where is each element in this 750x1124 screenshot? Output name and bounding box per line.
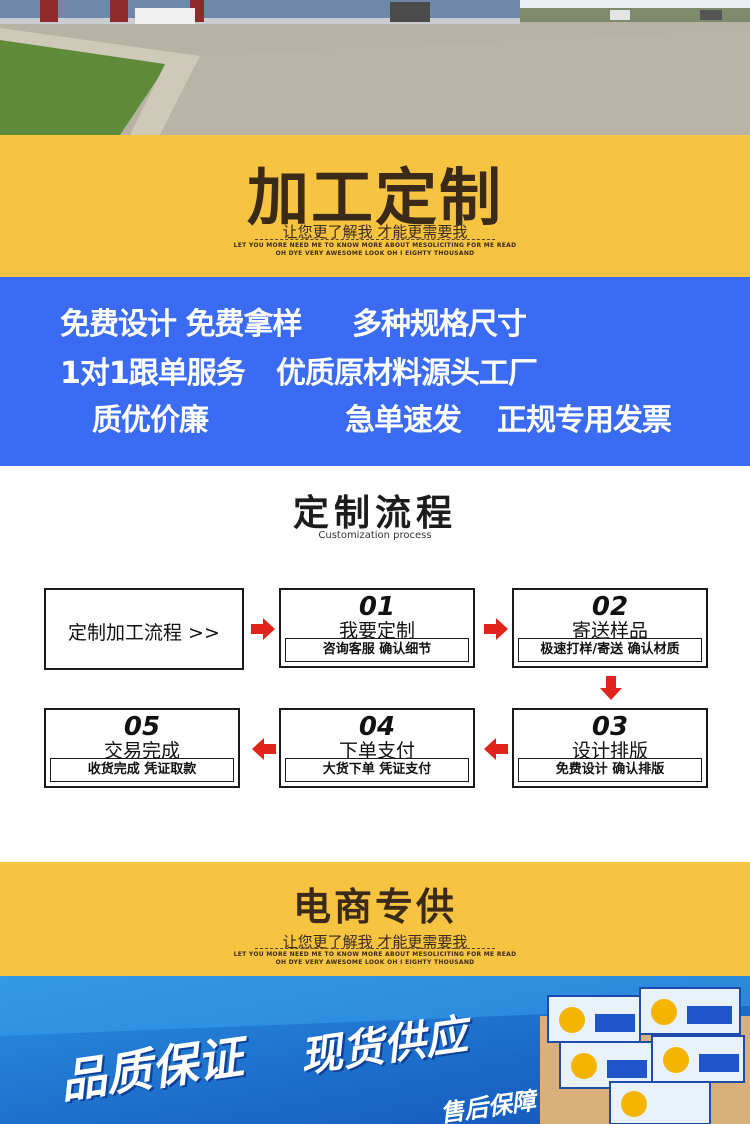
divider <box>255 948 495 949</box>
step-number: 03 <box>591 712 629 742</box>
step-description: 大货下单 凭证支付 <box>285 758 469 782</box>
banner-english-text: LET YOU MORE NEED ME TO KNOW MORE ABOUT … <box>233 242 517 257</box>
banner-title: 电商专供 <box>292 885 457 929</box>
step-name: 设计排版 <box>571 740 648 762</box>
step-04: 04 下单支付 大货下单 凭证支付 <box>279 708 475 788</box>
feature-source-factory: 优质原材料源头工厂 <box>276 356 538 391</box>
step-number: 05 <box>123 712 161 742</box>
feature-free-design: 免费设计 免费拿样 <box>60 307 302 342</box>
step-03: 03 设计排版 免费设计 确认排版 <box>512 708 708 788</box>
step-name: 下单支付 <box>338 740 415 762</box>
arrow-right-icon <box>251 618 275 640</box>
tissue-pack-image <box>540 987 750 1124</box>
custom-processing-banner: 加工定制 让您更了解我 才能更需要我 LET YOU MORE NEED ME … <box>0 135 750 277</box>
step-name: 我要定制 <box>338 620 415 642</box>
arrow-left-icon <box>252 738 276 760</box>
factory-photo <box>0 0 750 135</box>
step-05: 05 交易完成 收货完成 凭证取款 <box>44 708 240 788</box>
process-subtitle: Customization process <box>318 530 432 541</box>
promo-banner: 品质保证 现货供应 售后保障 <box>0 976 750 1124</box>
step-02: 02 寄送样品 极速打样/寄送 确认材质 <box>512 588 708 668</box>
banner-english-text: LET YOU MORE NEED ME TO KNOW MORE ABOUT … <box>233 951 517 966</box>
features-panel: 免费设计 免费拿样 多种规格尺寸 1对1跟单服务 优质原材料源头工厂 质优价廉 … <box>0 277 750 466</box>
banner-title: 加工定制 <box>246 161 503 234</box>
step-description: 免费设计 确认排版 <box>518 758 702 782</box>
arrow-down-icon <box>600 676 622 700</box>
feature-sizes: 多种规格尺寸 <box>352 307 527 342</box>
step-number: 01 <box>358 592 396 622</box>
feature-quality-price: 质优价廉 <box>92 403 209 438</box>
process-title: 定制流程 <box>292 493 457 534</box>
banner-subtitle: 让您更了解我 才能更需要我 <box>282 223 468 241</box>
step-description: 极速打样/寄送 确认材质 <box>518 638 702 662</box>
arrow-right-icon <box>484 618 508 640</box>
step-description: 咨询客服 确认细节 <box>285 638 469 662</box>
process-intro-label: 定制加工流程 >> <box>68 622 220 644</box>
step-name: 交易完成 <box>103 740 180 762</box>
banner-subtitle: 让您更了解我 才能更需要我 <box>282 933 468 951</box>
step-01: 01 我要定制 咨询客服 确认细节 <box>279 588 475 668</box>
feature-one-to-one: 1对1跟单服务 <box>60 356 246 391</box>
ecommerce-banner: 电商专供 让您更了解我 才能更需要我 LET YOU MORE NEED ME … <box>0 862 750 976</box>
step-number: 02 <box>591 592 629 622</box>
feature-rush-order: 急单速发 <box>345 403 462 438</box>
arrow-left-icon <box>484 738 508 760</box>
divider <box>255 239 495 240</box>
feature-invoice: 正规专用发票 <box>497 403 672 438</box>
step-description: 收货完成 凭证取款 <box>50 758 234 782</box>
step-number: 04 <box>358 712 396 742</box>
process-intro-box: 定制加工流程 >> <box>44 588 244 670</box>
step-name: 寄送样品 <box>571 620 648 642</box>
